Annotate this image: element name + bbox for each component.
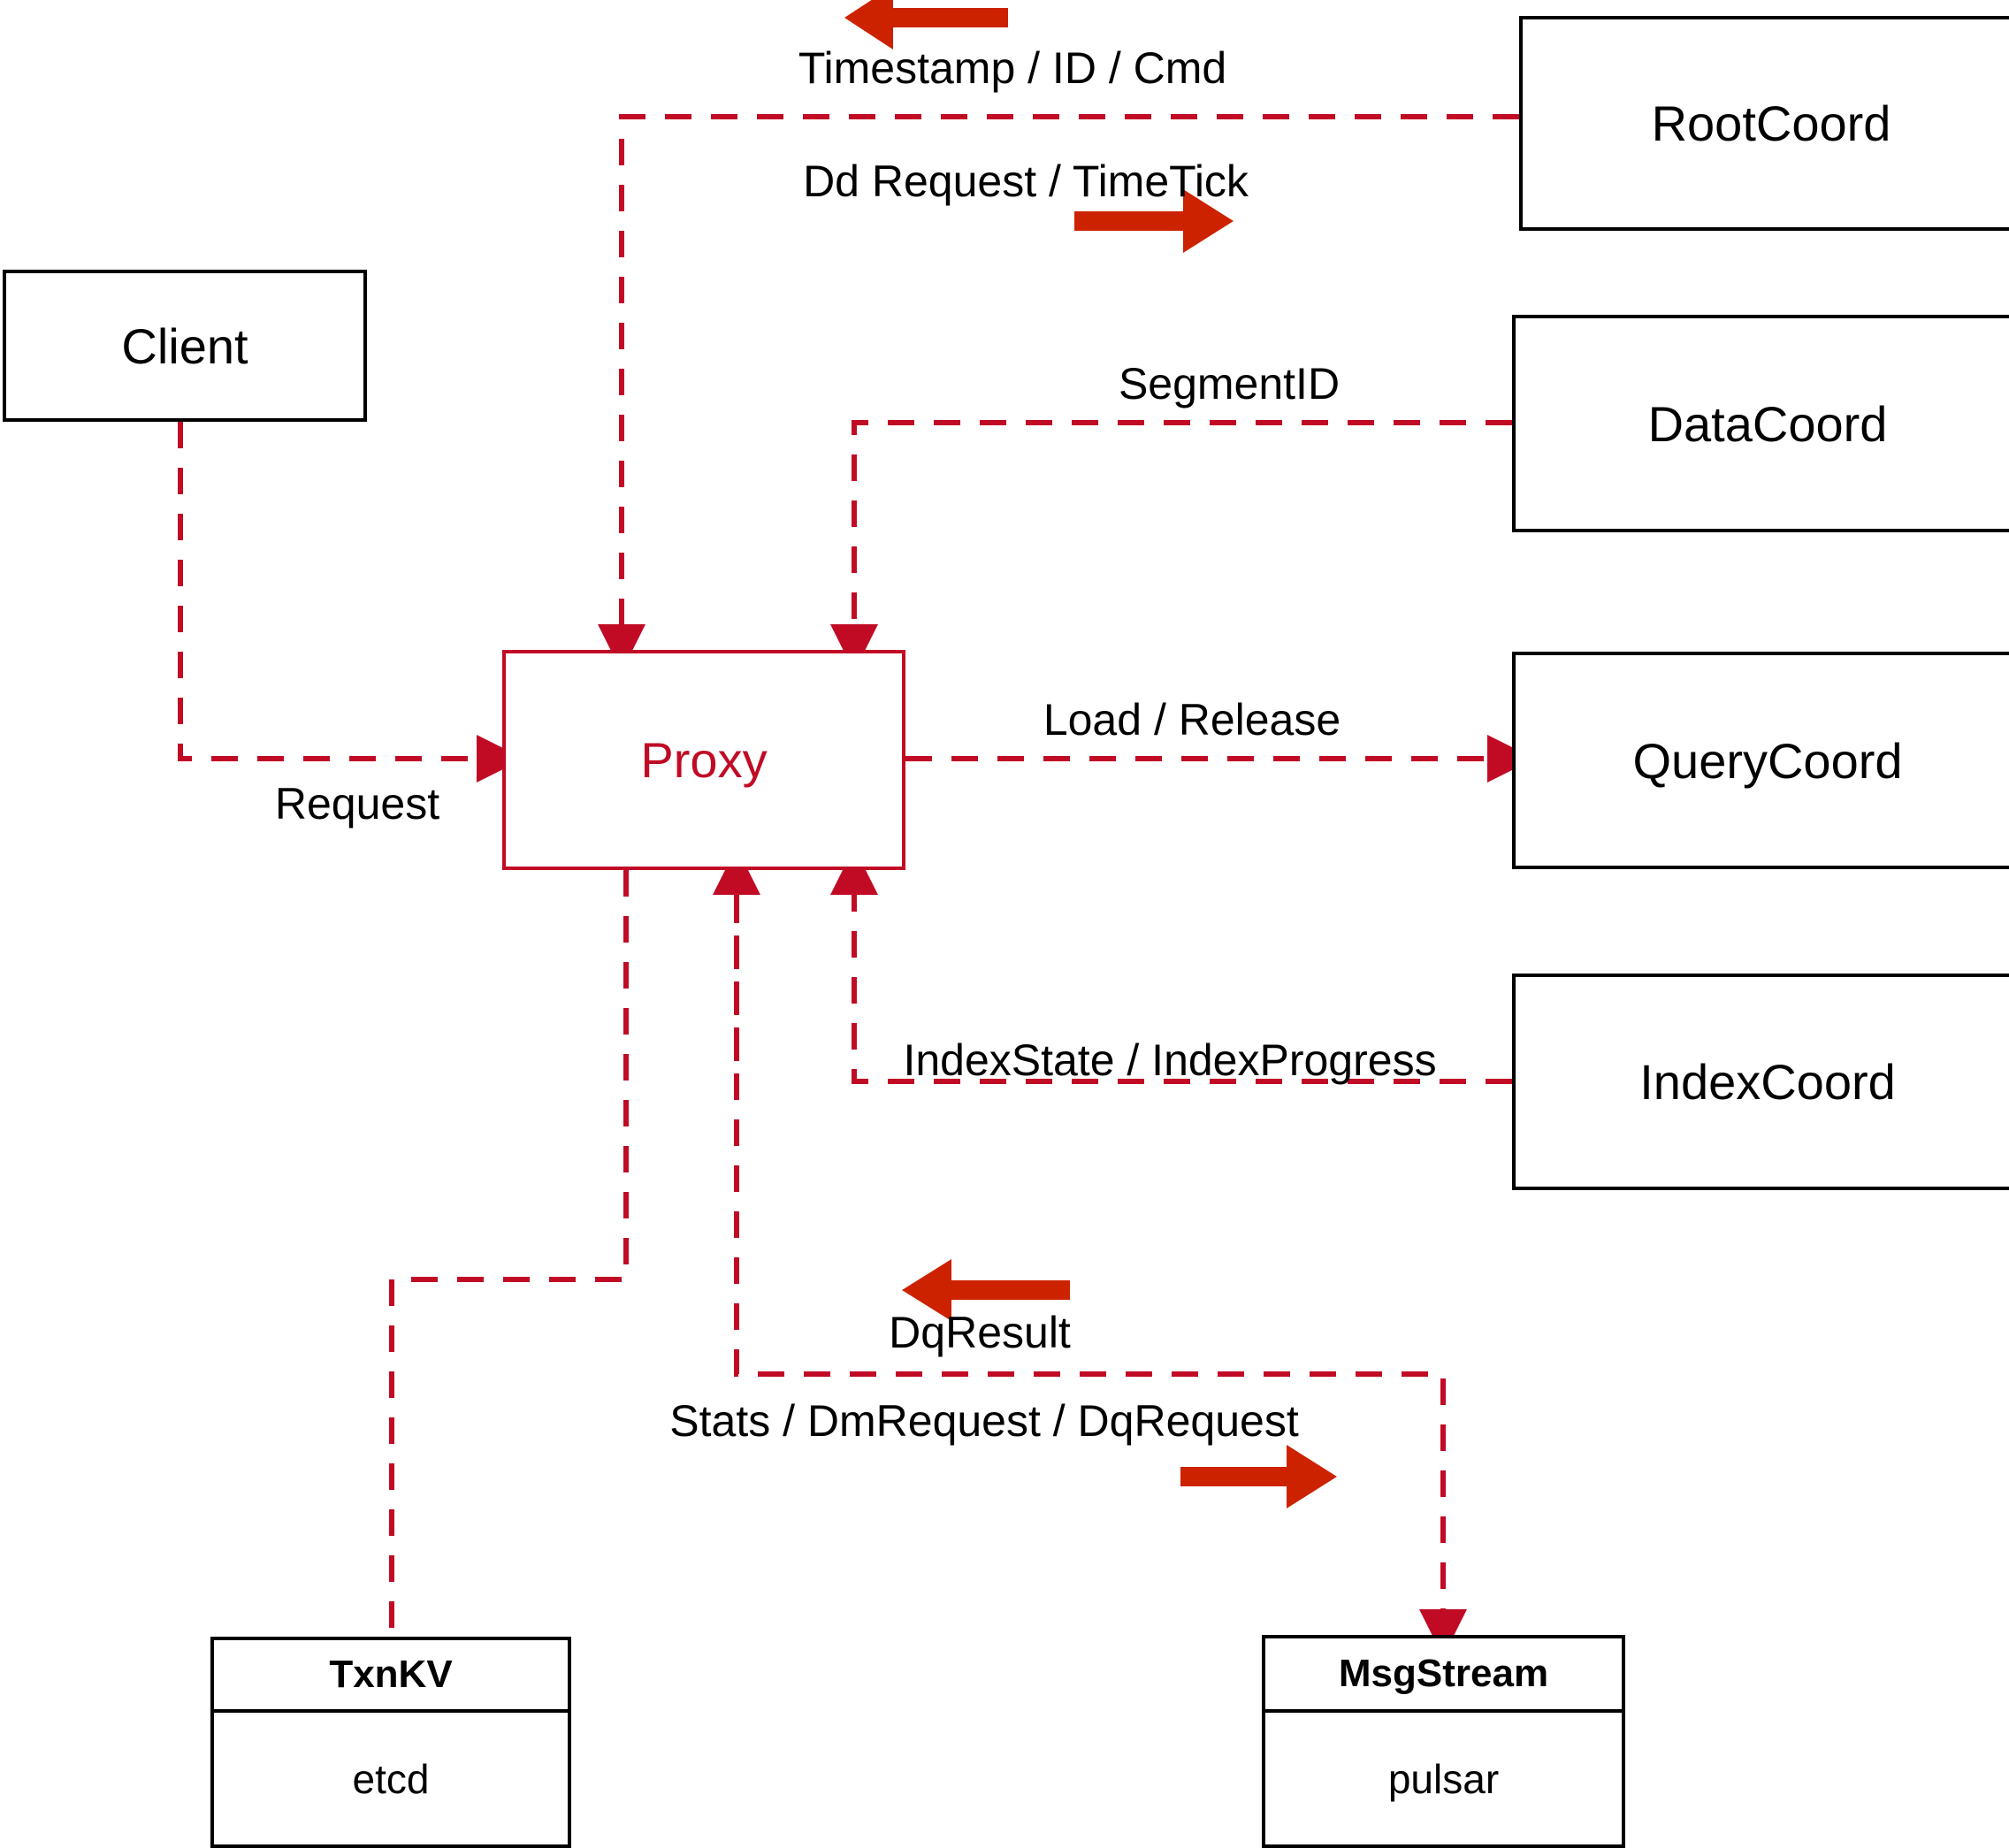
edge-label-stats-dmrequest-dqrequest: Stats / DmRequest / DqRequest <box>669 1396 1299 1446</box>
edge-client-to-proxy <box>178 422 524 783</box>
node-querycoord-label: QueryCoord <box>1632 732 1903 789</box>
node-querycoord[interactable]: QueryCoord <box>1512 652 2009 869</box>
node-txnkv[interactable]: TxnKV etcd <box>210 1637 571 1848</box>
node-client[interactable]: Client <box>3 270 367 422</box>
edge-datacoord-to-proxy <box>830 420 1512 672</box>
node-indexcoord-label: IndexCoord <box>1639 1054 1896 1110</box>
node-indexcoord[interactable]: IndexCoord <box>1512 974 2009 1190</box>
edge-label-dd-request-timetick: Dd Request / TimeTick <box>803 157 1249 206</box>
edge-label-dqresult: DqResult <box>889 1308 1071 1357</box>
edge-label-load-release: Load / Release <box>1043 695 1341 745</box>
node-msgstream-header: MsgStream <box>1265 1638 1622 1713</box>
direction-arrow-dqresult-head <box>902 1259 951 1321</box>
edge-label-request: Request <box>274 779 440 829</box>
edge-indexcoord-to-proxy <box>830 847 1512 1084</box>
edge-proxy-msgstream <box>734 890 1467 1657</box>
edge-rootcoord-to-proxy <box>598 114 1519 672</box>
node-msgstream[interactable]: MsgStream pulsar <box>1262 1635 1625 1848</box>
direction-arrow-timestamp-head <box>844 0 893 50</box>
direction-arrow-dqrequest-head <box>1287 1445 1337 1508</box>
edge-label-segmentid: SegmentID <box>1118 359 1341 409</box>
node-msgstream-body: pulsar <box>1387 1755 1500 1802</box>
node-txnkv-body: etcd <box>352 1755 430 1802</box>
node-datacoord[interactable]: DataCoord <box>1512 315 2009 532</box>
node-rootcoord-label: RootCoord <box>1651 95 1891 151</box>
node-proxy[interactable]: Proxy <box>502 650 905 870</box>
edge-label-timestamp-id-cmd: Timestamp / ID / Cmd <box>798 43 1227 93</box>
node-client-label: Client <box>121 317 248 374</box>
node-proxy-label: Proxy <box>640 732 768 788</box>
node-datacoord-label: DataCoord <box>1647 395 1888 452</box>
node-txnkv-header: TxnKV <box>214 1640 568 1713</box>
direction-arrow-ddrequest-head <box>1183 189 1234 253</box>
edge-proxy-to-txnkv <box>389 870 629 1635</box>
edge-label-indexstate-indexprogress: IndexState / IndexProgress <box>903 1035 1437 1085</box>
node-rootcoord[interactable]: RootCoord <box>1519 16 2009 231</box>
